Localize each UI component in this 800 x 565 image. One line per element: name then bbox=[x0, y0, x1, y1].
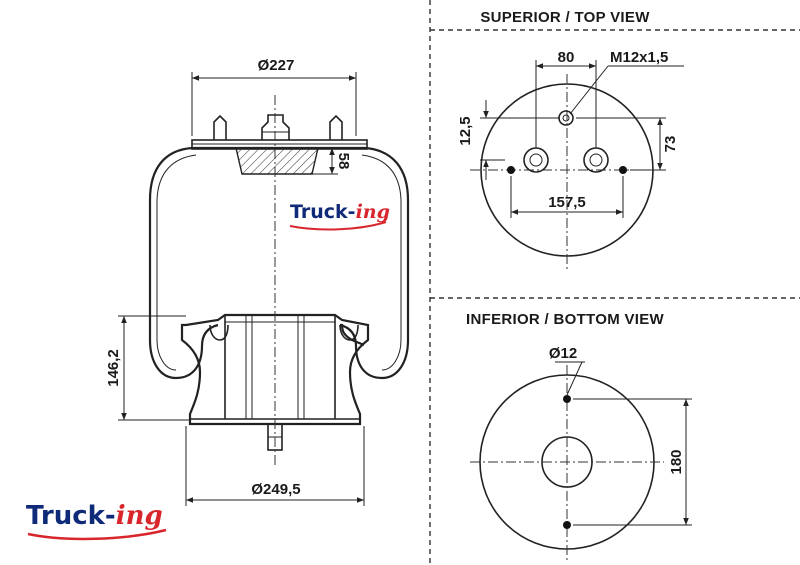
brand-accent-text: ing bbox=[116, 501, 163, 531]
hole-diameter-label: Ø12 bbox=[549, 345, 577, 362]
right-stud-circle bbox=[583, 147, 609, 173]
right-stud bbox=[329, 114, 343, 140]
bolt-span-label: 157,5 bbox=[548, 194, 586, 211]
view-separators bbox=[429, 0, 800, 565]
bellows-outline-left bbox=[148, 146, 219, 380]
distance-label: 73 bbox=[662, 136, 679, 153]
thread-label: M12x1,5 bbox=[610, 49, 668, 66]
bottom-view: Ø12 180 bbox=[470, 345, 692, 560]
top-view-title: SUPERIOR / TOP VIEW bbox=[480, 9, 650, 26]
bottom-view-title: INFERIOR / BOTTOM VIEW bbox=[466, 311, 665, 328]
top-diameter-label: Ø227 bbox=[258, 57, 295, 74]
base-diameter-label: Ø249,5 bbox=[251, 481, 300, 498]
left-stud-circle bbox=[523, 147, 549, 173]
stud-spacing-label: 80 bbox=[558, 49, 575, 66]
bolt-dot-right bbox=[619, 166, 627, 174]
brand-main-text: Truck- bbox=[26, 501, 116, 531]
bottom-hole-top bbox=[563, 395, 571, 403]
top-view: 80 M12x1,5 12,5 73 157,5 bbox=[457, 49, 684, 270]
offset-label: 12,5 bbox=[457, 116, 474, 145]
piston-outline bbox=[180, 313, 370, 426]
svg-text:Truck-ing: Truck-ing bbox=[26, 501, 163, 531]
hatched-insert bbox=[235, 147, 319, 175]
bellows-outline bbox=[192, 146, 410, 380]
bottom-hole-bottom bbox=[563, 521, 571, 529]
left-stud bbox=[213, 114, 227, 140]
hole-spacing-label: 180 bbox=[668, 449, 685, 474]
center-logo: Truck-ing bbox=[289, 201, 390, 231]
top-height-label: 58 bbox=[335, 153, 352, 170]
bolt-dot-left bbox=[507, 166, 515, 174]
svg-text:Truck-ing: Truck-ing bbox=[290, 201, 390, 223]
brand-logo: Truck-ing bbox=[26, 501, 167, 541]
piston-height-label: 146,2 bbox=[105, 349, 122, 387]
side-view: Ø227 58 146,2 Ø249,5 Truck-ing bbox=[105, 57, 410, 506]
